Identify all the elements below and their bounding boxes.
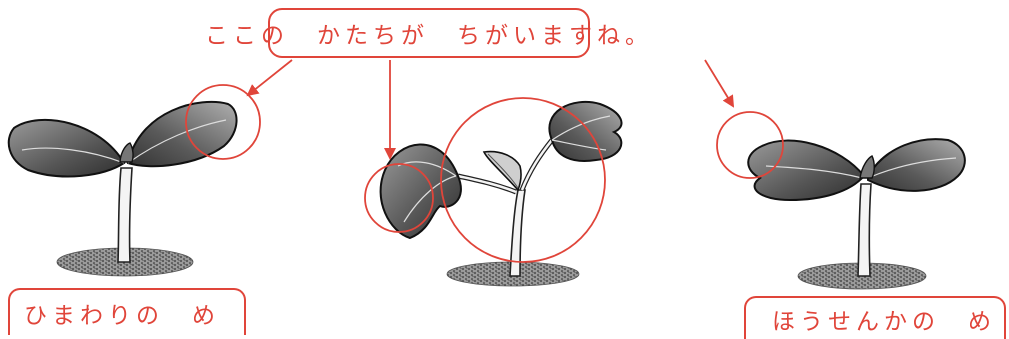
cotyledon-left	[747, 139, 866, 202]
highlight-circle-sunflower-leaf	[185, 84, 261, 160]
balsam-seedling-label: ほうせんかの め	[744, 296, 1006, 339]
cotyledon-left	[7, 118, 126, 178]
highlight-circle-middle-true-leaves	[440, 97, 606, 263]
highlight-circle-middle-left-leaf	[364, 163, 434, 233]
callout-label: ここの かたちが ちがいますね。	[205, 8, 648, 58]
bud	[119, 142, 134, 163]
balsam-seedling	[747, 138, 966, 290]
arrow-to-sunflower	[246, 59, 293, 97]
sunflower-seedling-label: ひまわりの め	[8, 288, 246, 335]
highlight-circle-balsam-leaf	[716, 111, 784, 179]
heart-leaf-right	[548, 100, 623, 162]
cotyledon-right	[126, 100, 238, 168]
stem	[857, 183, 872, 277]
stem	[509, 189, 526, 277]
sunflower-seedling	[7, 100, 238, 277]
cotyledon-right	[867, 138, 966, 192]
stem	[117, 167, 133, 263]
bud	[859, 155, 875, 179]
arrow-to-balsam	[704, 59, 735, 108]
growing-seedling	[379, 100, 623, 287]
